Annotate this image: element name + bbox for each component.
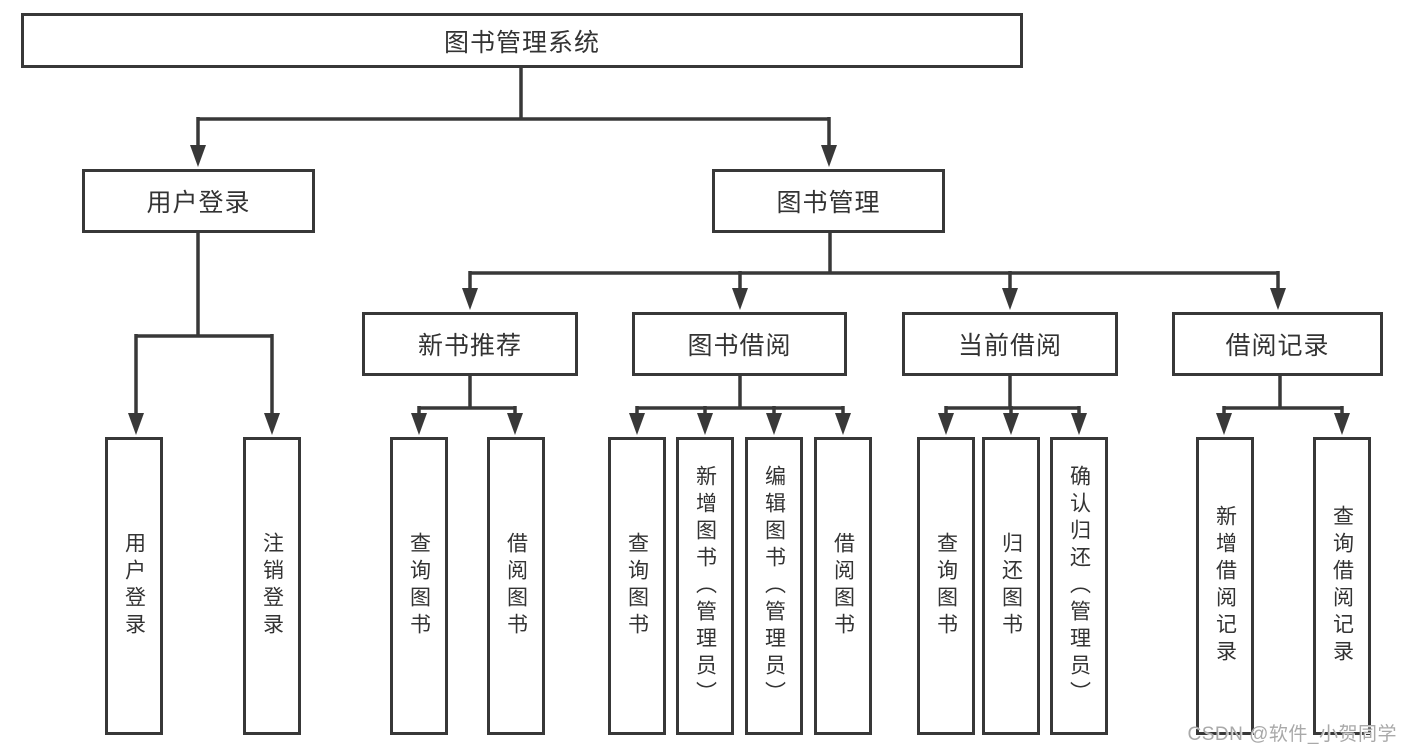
leaf-add-books-admin: 新增图书（管理员） — [676, 437, 734, 735]
leaf-return-books-label: 归还图书 — [999, 532, 1023, 640]
node-library-system: 图书管理系统 — [21, 13, 1023, 68]
node-library-system-label: 图书管理系统 — [443, 28, 600, 57]
leaf-edit-books-admin: 编辑图书（管理员） — [745, 437, 803, 735]
leaf-confirm-return-admin: 确认归还（管理员） — [1050, 437, 1108, 735]
leaf-query-books-recommend-label: 查询图书 — [407, 532, 431, 640]
leaf-query-books-recommend: 查询图书 — [390, 437, 448, 735]
leaf-query-books-borrowing: 查询图书 — [608, 437, 666, 735]
leaf-borrow-books-recommend: 借阅图书 — [487, 437, 545, 735]
leaf-query-borrow-record: 查询借阅记录 — [1313, 437, 1371, 735]
leaf-user-login-label: 用户登录 — [122, 532, 146, 640]
leaf-logout-login-label: 注销登录 — [260, 532, 284, 640]
node-book-management-label: 图书管理 — [776, 189, 881, 217]
node-book-management: 图书管理 — [712, 169, 945, 233]
node-user-login: 用户登录 — [82, 169, 315, 233]
node-book-borrowing-label: 图书借阅 — [687, 332, 792, 360]
leaf-query-books-current: 查询图书 — [917, 437, 975, 735]
node-borrowing-records-label: 借阅记录 — [1225, 332, 1330, 360]
leaf-edit-books-admin-label: 编辑图书（管理员） — [762, 464, 786, 708]
leaf-borrow-books-recommend-label: 借阅图书 — [504, 532, 528, 640]
node-current-borrowing: 当前借阅 — [902, 312, 1118, 376]
node-user-login-label: 用户登录 — [146, 189, 251, 217]
node-borrowing-records: 借阅记录 — [1172, 312, 1383, 376]
leaf-add-borrow-record-label: 新增借阅记录 — [1213, 505, 1237, 667]
leaf-query-books-borrowing-label: 查询图书 — [625, 532, 649, 640]
leaf-borrow-books-borrowing: 借阅图书 — [814, 437, 872, 735]
leaf-confirm-return-admin-label: 确认归还（管理员） — [1067, 464, 1091, 708]
node-new-book-recommend-label: 新书推荐 — [417, 332, 522, 360]
leaf-return-books: 归还图书 — [982, 437, 1040, 735]
node-book-borrowing: 图书借阅 — [632, 312, 847, 376]
leaf-logout-login: 注销登录 — [243, 437, 301, 735]
leaf-add-books-admin-label: 新增图书（管理员） — [693, 464, 717, 708]
leaf-query-borrow-record-label: 查询借阅记录 — [1330, 505, 1354, 667]
leaf-add-borrow-record: 新增借阅记录 — [1196, 437, 1254, 735]
node-current-borrowing-label: 当前借阅 — [957, 332, 1062, 360]
leaf-user-login: 用户登录 — [105, 437, 163, 735]
leaf-borrow-books-borrowing-label: 借阅图书 — [831, 532, 855, 640]
node-new-book-recommend: 新书推荐 — [362, 312, 578, 376]
csdn-watermark: CSDN @软件_小贺同学 — [1187, 724, 1397, 745]
leaf-query-books-current-label: 查询图书 — [934, 532, 958, 640]
